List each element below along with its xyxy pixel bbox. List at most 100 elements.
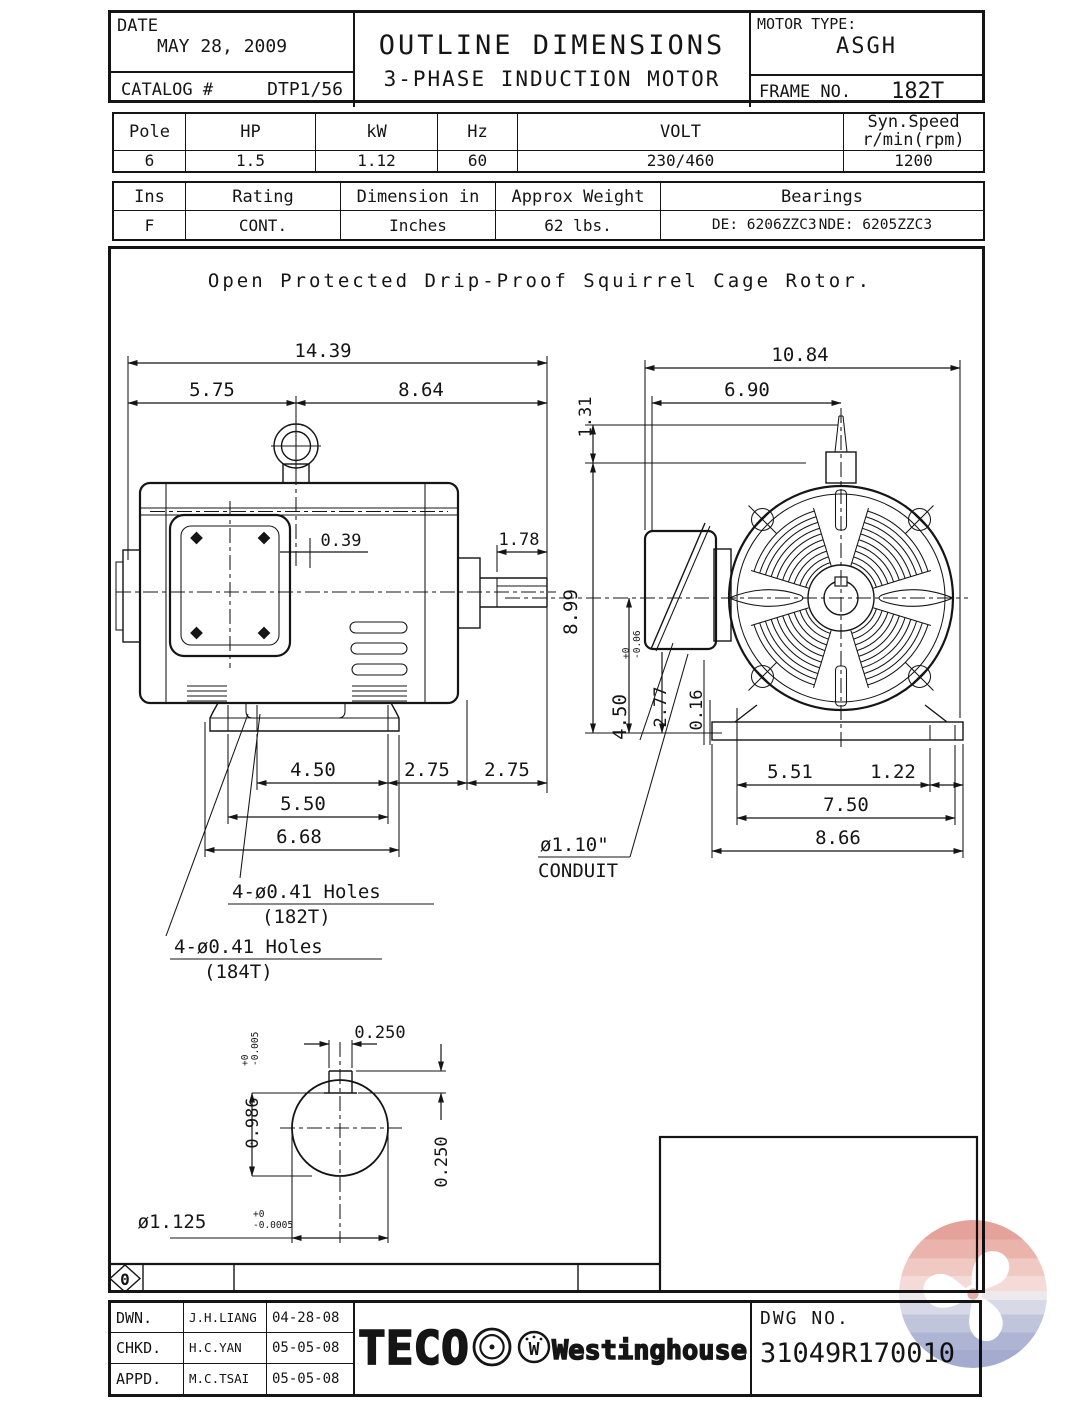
title-header: DATE MAY 28, 2009 CATALOG # DTP1/56 OUTL… [108, 10, 985, 107]
col-volt: VOLT [518, 114, 844, 151]
dim-d-tol-bot: -0.06 [632, 630, 643, 659]
val-kw: 1.12 [316, 150, 438, 171]
dim-base-span-a: 5.51 [767, 761, 813, 783]
val-pole: 6 [114, 150, 186, 171]
frame-value: 182T [891, 79, 945, 104]
brand-westinghouse: Westinghouse [552, 1335, 747, 1366]
row-appd-label: APPD. [111, 1363, 184, 1394]
val-dimension-in: Inches [341, 211, 496, 239]
val-approx-weight: 62 lbs. [496, 211, 661, 239]
bearing-de: DE: 6206ZZC3 [711, 217, 817, 233]
signature-table: DWN. J.H.LIANG 04-28-08 CHKD. H.C.YAN 05… [111, 1303, 355, 1394]
col-rating: Rating [186, 183, 341, 211]
revision-marker: 0 [120, 1270, 130, 1289]
dim-span-a: 2.75 [404, 759, 450, 781]
col-hp: HP [186, 114, 316, 151]
date-catalog-box: DATE MAY 28, 2009 CATALOG # DTP1/56 [111, 13, 355, 107]
catalog-label: CATALOG # [121, 79, 214, 100]
dim-bolt-span-184t: 5.50 [280, 793, 326, 815]
label-holes-182t-frame: (182T) [262, 906, 331, 928]
row-dwn-name: J.H.LIANG [184, 1303, 267, 1334]
title-line2: 3-PHASE INDUCTION MOTOR [383, 66, 721, 91]
val-volt: 230/460 [518, 150, 844, 171]
front-view: 10.84 6.90 1.31 8.99 [505, 344, 968, 882]
dim-left-back: 8.64 [398, 379, 444, 401]
dim-key-depth: 0.250 [432, 1136, 452, 1187]
vent-slots [187, 621, 408, 702]
label-holes-184t-frame: (184T) [204, 961, 273, 983]
motor-type-label: MOTOR TYPE: [757, 15, 857, 33]
westinghouse-w-icon: W [517, 1330, 551, 1364]
dim-tip-height: 1.31 [576, 397, 596, 438]
notes-box [658, 1135, 979, 1293]
bearing-nde: NDE: 6205ZZC3 [818, 217, 933, 233]
title-line1: OUTLINE DIMENSIONS [378, 29, 726, 61]
frame-label: FRAME NO. [759, 81, 852, 102]
dim-base-span-b: 1.22 [870, 761, 916, 783]
syn-speed-line2: r/min(rpm) [862, 129, 965, 150]
catalog-row: CATALOG # DTP1/56 [111, 73, 353, 106]
dim-box-width: 6.90 [724, 379, 770, 401]
row-chkd-name: H.C.YAN [184, 1333, 267, 1364]
frame-row: FRAME NO. 182T [751, 76, 982, 107]
row-appd-name: M.C.TSAI [184, 1363, 267, 1394]
dim-base-span-c: 7.50 [823, 794, 869, 816]
dim-bolt-span-182t: 4.50 [290, 759, 336, 781]
dim-span-b: 2.75 [484, 759, 530, 781]
date-value: MAY 28, 2009 [157, 36, 288, 57]
val-ins: F [114, 211, 186, 239]
revision-strip: 0 [108, 1262, 660, 1293]
shaft-side [457, 557, 548, 629]
dim-overall-height: 8.99 [560, 589, 582, 635]
title-block: DWN. J.H.LIANG 04-28-08 CHKD. H.C.YAN 05… [108, 1300, 982, 1397]
motor-type-box: MOTOR TYPE: ASGH FRAME NO. 182T [751, 13, 982, 107]
dim-key-width: 0.250 [354, 1023, 405, 1043]
dim-left-overall: 14.39 [294, 340, 351, 362]
terminal-box-side [168, 501, 292, 668]
shaft-detail: 0.250 0.986 +0 -0.005 0.250 ø1.125 [138, 1023, 452, 1243]
revision-diamond-icon [108, 1264, 142, 1293]
teco-watermark-icon [899, 1220, 1047, 1368]
date-row: DATE MAY 28, 2009 [111, 13, 353, 73]
col-ins: Ins [114, 183, 186, 211]
row-chkd-date: 05-05-08 [267, 1333, 353, 1364]
dim-shaft-flat: 0.986 [243, 1097, 263, 1148]
col-hz: Hz [438, 114, 518, 151]
dim-eyebolt-offset: 0.39 [321, 531, 362, 551]
spec-table-rating: Ins Rating Dimension in Approx Weight Be… [112, 181, 985, 241]
teco-westinghouse-logo: TECO W Westinghouse [357, 1320, 748, 1376]
dim-d-tol-top: +0 [621, 647, 632, 659]
dim-conduit-height: 2.77 [651, 687, 671, 728]
col-pole: Pole [114, 114, 186, 151]
col-approx-weight: Approx Weight [496, 183, 661, 211]
side-view: 14.39 5.75 8.64 [115, 340, 556, 983]
label-holes-182t: 4-ø0.41 Holes [232, 881, 381, 903]
col-syn-speed: Syn.Speed r/min(rpm) [844, 113, 983, 151]
spec-table-electrical: Pole HP kW Hz VOLT Syn.Speed r/min(rpm) … [112, 112, 985, 173]
dwg-label: DWG NO. [760, 1308, 850, 1329]
brand-logo: TECO W Westinghouse [355, 1303, 752, 1394]
dim-shaft-ext: 1.78 [499, 530, 540, 550]
sheet-title: OUTLINE DIMENSIONS 3-PHASE INDUCTION MOT… [355, 13, 751, 107]
dim-flat-tol-bot: -0.005 [250, 1032, 261, 1066]
col-dimension-in: Dimension in [341, 183, 496, 211]
col-bearings: Bearings [661, 183, 983, 211]
dim-dia-tol-top: +0 [253, 1209, 265, 1220]
terminal-box-front [643, 522, 732, 652]
catalog-value: DTP1/56 [267, 79, 343, 100]
outline-drawing: Open Protected Drip-Proof Squirrel Cage … [108, 246, 985, 1293]
label-holes-184t: 4-ø0.41 Holes [174, 936, 323, 958]
val-syn-speed: 1200 [894, 151, 933, 171]
dim-shaft-center-height: 4.50 [609, 694, 631, 740]
dim-left-front: 5.75 [189, 379, 235, 401]
motor-body-side [115, 481, 460, 705]
drawing-border [108, 246, 985, 1293]
date-label: DATE [117, 16, 158, 36]
val-hz: 60 [438, 150, 518, 171]
drawing-caption: Open Protected Drip-Proof Squirrel Cage … [208, 270, 872, 292]
val-hp: 1.5 [186, 150, 316, 171]
teco-fan-icon [472, 1327, 512, 1367]
feet-side [209, 702, 400, 732]
